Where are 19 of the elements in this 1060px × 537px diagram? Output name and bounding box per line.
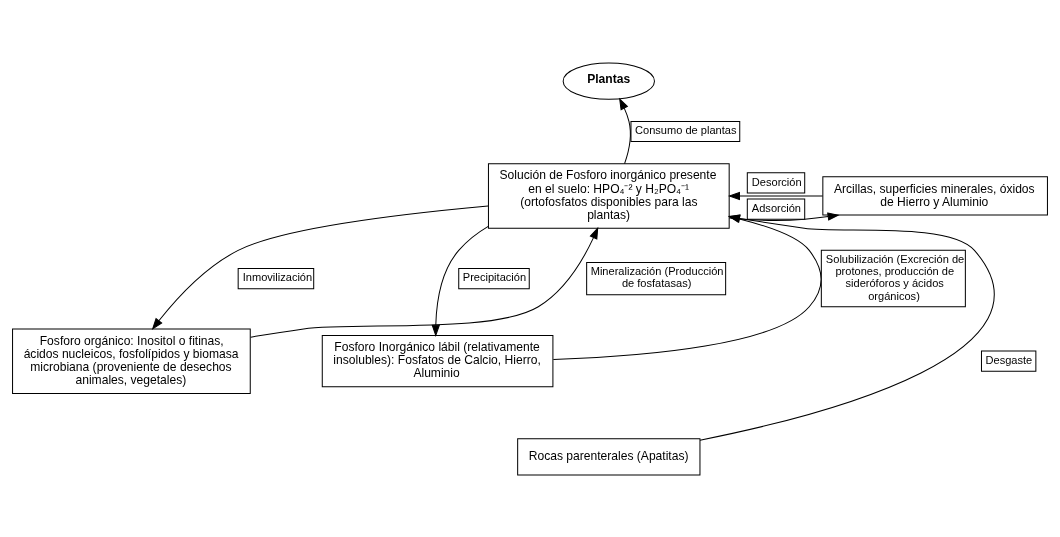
- edge-label: Desorción: [751, 175, 802, 188]
- edge-label: Adsorción: [751, 201, 802, 214]
- node-ellipse: Plantas: [562, 62, 655, 100]
- node-box: Fosforo orgánico: Inositol o fitinas, ácidos nucleicos, fosfolípidos y biomasa microbiana (proveniente de desechos animales, vegetales): [12, 327, 251, 394]
- arrow: [431, 225, 489, 337]
- node-box: Rocas parenterales (Apatitas): [517, 437, 701, 475]
- arrow: [151, 204, 489, 330]
- arrow: [727, 191, 824, 200]
- arrow: [250, 226, 599, 338]
- edge-label: Mineralización (Producción de fosfatasas): [590, 264, 724, 289]
- edge-label: Precipitación: [462, 270, 527, 283]
- node-box: Fosforo Inorgánico lábil (relativamente insolubles): Fosfatos de Calcio, Hierro, Aluminio: [321, 334, 554, 387]
- arrow: [619, 97, 631, 164]
- edge-label: Solubilización (Excreción de protones, producción de sideróforos y ácidos orgánicos): [825, 252, 965, 302]
- edge-label: Desgaste: [985, 353, 1033, 366]
- edge-label: Inmovilización: [242, 270, 313, 283]
- node-box: Solución de Fosforo inorgánico presente en el suelo: HPO₄⁻² y H₂PO₄⁻¹ (ortofosfatos disponibles para las plantas): [487, 162, 730, 229]
- edge-label: Consumo de plantas: [635, 123, 737, 136]
- node-box: Arcillas, superficies minerales, óxidos de Hierro y Aluminio: [822, 175, 1048, 216]
